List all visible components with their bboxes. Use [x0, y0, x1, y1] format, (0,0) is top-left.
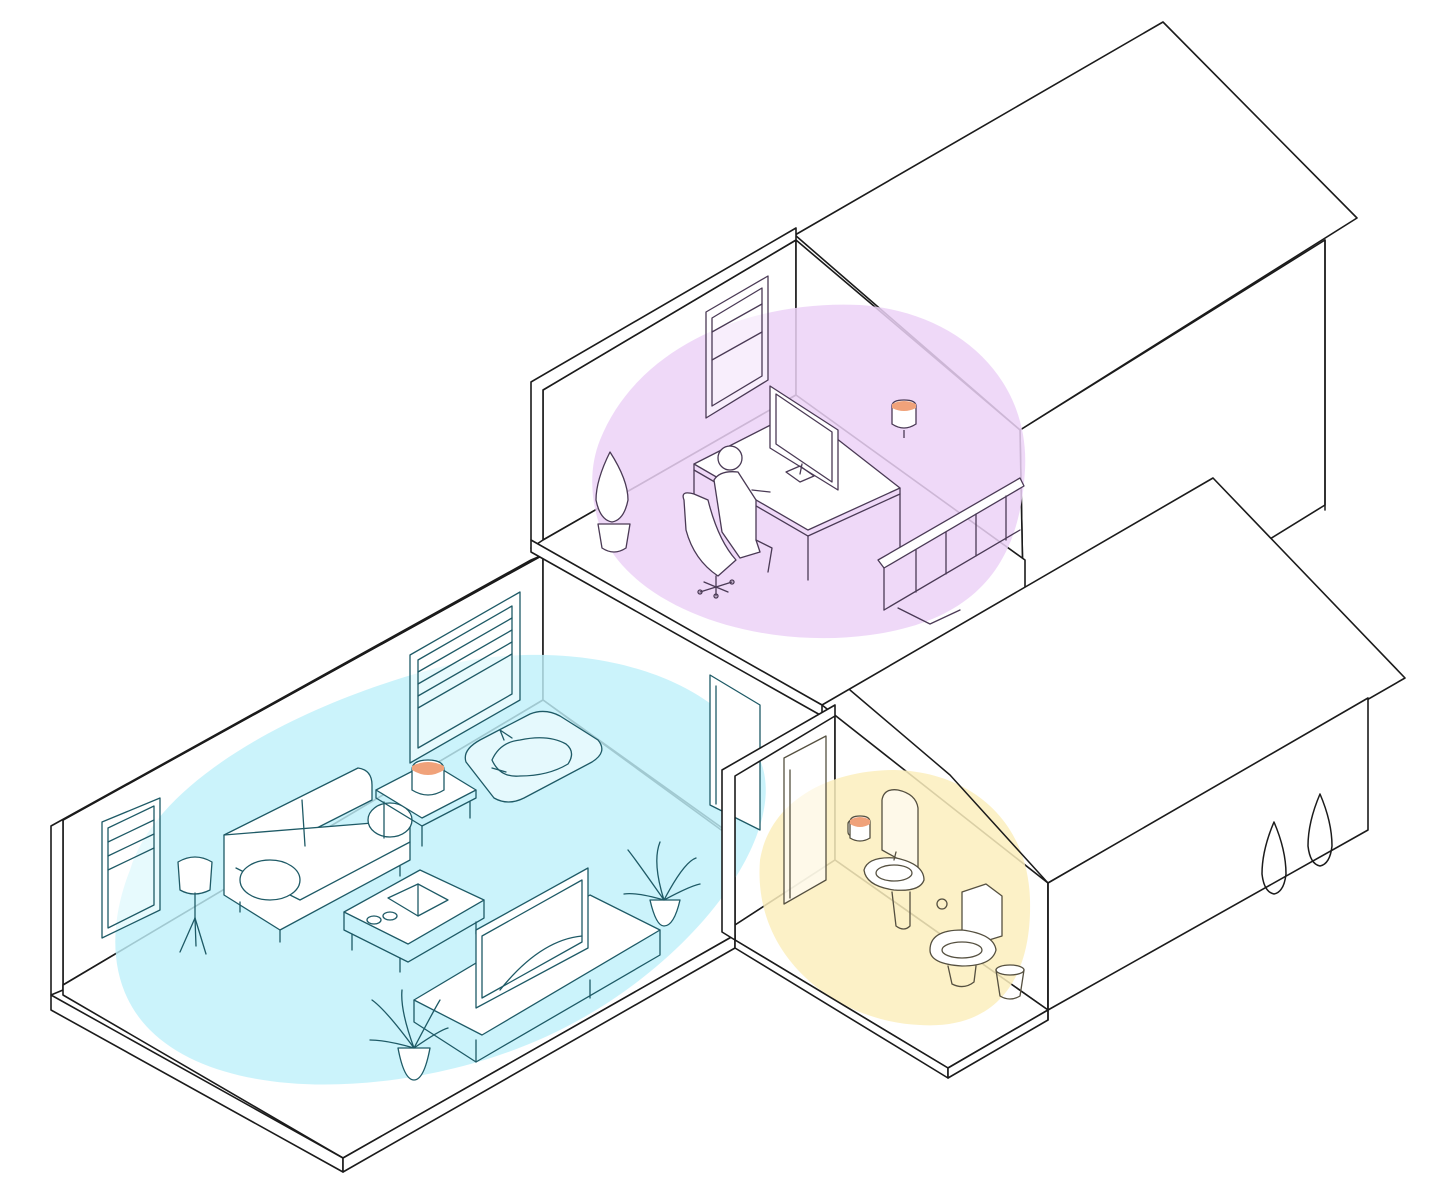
annex-roof-edge	[849, 689, 1049, 884]
dog-bed-icon	[464, 710, 603, 803]
dog-icon	[491, 729, 573, 777]
plant-icon	[623, 841, 701, 927]
floor-lamp-icon	[177, 856, 213, 955]
plant-icon	[369, 989, 449, 1081]
zones	[115, 304, 1031, 1085]
office-chair-icon	[682, 492, 737, 599]
smart-speaker-icon	[411, 759, 445, 796]
toilet-icon	[929, 883, 1003, 988]
exterior-trees	[1261, 793, 1333, 895]
smart-speaker-icon	[849, 815, 871, 842]
house-front-edges	[50, 539, 1049, 1173]
tv-icon	[475, 867, 589, 1009]
living-window-small	[101, 797, 161, 939]
sink-icon	[863, 851, 925, 930]
tree-icon	[1307, 793, 1333, 867]
plant-icon	[595, 451, 631, 553]
stair-opening	[897, 607, 961, 625]
smart-speaker-icon	[891, 399, 917, 438]
living-window-large	[409, 591, 521, 764]
annex-divider-wall	[721, 704, 836, 941]
speaker-accent	[412, 762, 444, 775]
bathroom-door	[783, 735, 827, 905]
office-contents	[595, 275, 1025, 625]
living-room-zone	[115, 654, 766, 1085]
sofa-icon	[223, 767, 413, 943]
tree-icon	[1261, 821, 1287, 895]
desk-icon	[693, 409, 901, 581]
glasses-icon	[366, 911, 398, 925]
railing-icon	[877, 477, 1025, 611]
person-icon	[713, 445, 773, 573]
bin-icon	[995, 964, 1025, 1000]
book-icon	[387, 883, 449, 917]
office-window	[705, 275, 769, 419]
mirror-icon	[881, 789, 919, 871]
speaker-accent	[892, 401, 916, 411]
monitor-icon	[769, 385, 839, 491]
speaker-accent	[850, 817, 870, 827]
smart-speakers	[411, 399, 917, 842]
living-room-contents	[101, 591, 761, 1081]
